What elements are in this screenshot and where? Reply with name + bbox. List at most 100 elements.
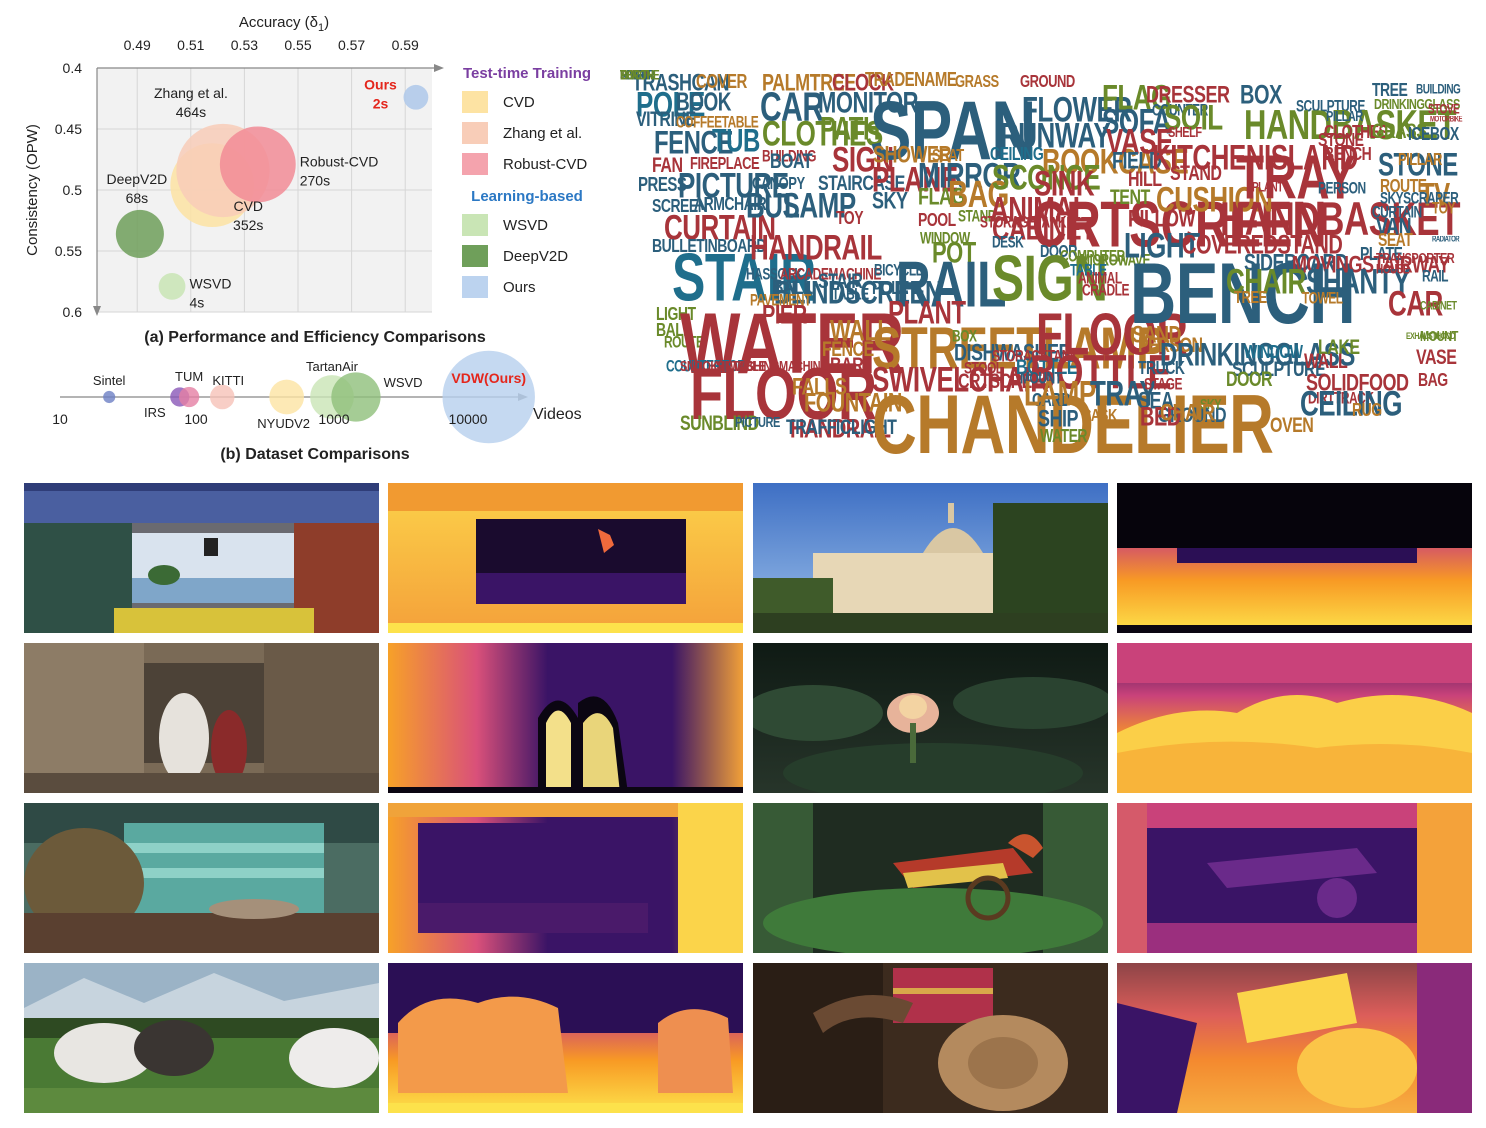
cloud-word: FALLS — [792, 372, 847, 400]
cloud-word: FENCE — [822, 338, 874, 362]
gallery-depth — [388, 963, 743, 1113]
y-tick-labels: 0.40.450.50.550.6 — [55, 60, 82, 320]
cloud-word: COFFEETABLE — [676, 112, 759, 132]
x-tick-label: 0.49 — [124, 37, 151, 53]
cloud-word: WATER — [1040, 424, 1088, 447]
dataset-label: KITTI — [212, 373, 244, 388]
dataset-bubble — [269, 379, 304, 415]
cloud-word: CHAIR — [1160, 398, 1215, 426]
cloud-word: SHELF — [620, 68, 651, 84]
cloud-word: SEA — [1138, 386, 1174, 414]
cloud-word: HOUSE — [1376, 262, 1410, 278]
method-time-label: 68s — [126, 190, 149, 206]
cloud-word: GROUND — [1158, 404, 1227, 428]
legend-label: Zhang et al. — [503, 125, 582, 142]
cloud-word: RUNWAY — [1000, 115, 1111, 156]
cloud-word: DRESSER — [1146, 80, 1230, 108]
cloud-word: MICROWAVE — [1080, 250, 1150, 270]
dataset-label: NYUDV2 — [257, 416, 310, 431]
cloud-word: HANDRAIL — [750, 227, 882, 268]
legend-label: Ours — [503, 279, 536, 296]
method-bubbles — [115, 84, 429, 300]
cloud-word: BICYCLE — [874, 260, 924, 280]
method-time-label: 2s — [373, 95, 389, 111]
cloud-word: BAG — [948, 173, 1009, 216]
cloud-word: BALL — [772, 276, 813, 300]
cloud-word: PIER — [762, 300, 807, 331]
cloud-word: COUNTER — [1152, 100, 1208, 120]
cloud-word: TRASHCAN — [632, 68, 730, 96]
cloud-word: THRONE — [620, 68, 660, 84]
method-bubble — [403, 84, 429, 110]
gallery-rgb — [24, 483, 379, 633]
cloud-word: FLOOR — [690, 353, 877, 435]
chart-grid — [97, 67, 432, 313]
cloud-word: SOLIDFOOD — [1306, 368, 1409, 396]
cloud-word: STAGE — [1144, 374, 1182, 394]
dataset-label: Sintel — [93, 373, 126, 388]
gallery-depth — [1117, 483, 1472, 633]
cloud-word: WINDOW — [1244, 340, 1303, 363]
method-name-label: DeepV2D — [107, 171, 168, 187]
method-time-label: 352s — [233, 217, 263, 233]
cloud-word: STREETLAMP — [872, 315, 1166, 383]
cloud-word: TOY — [1432, 198, 1455, 218]
cloud-word: HANDRAIL — [790, 414, 891, 445]
cloud-word: SOIL — [1164, 97, 1223, 138]
cloud-word: VAN — [1376, 212, 1412, 240]
gallery-rgb — [24, 963, 379, 1113]
gallery-rgb — [24, 803, 379, 953]
legend-swatch — [462, 91, 488, 113]
dataset-bubbles — [103, 350, 535, 444]
cloud-word: CURTAIN — [664, 207, 776, 248]
cloud-word: HASSOCK — [746, 264, 803, 284]
cloud-word: TUB — [712, 123, 760, 160]
cloud-word: STONE — [1318, 128, 1364, 151]
cloud-word: EXHAUSTHOOD — [1406, 332, 1455, 342]
cloud-word: SCONCE — [992, 157, 1101, 198]
chart-title: (a) Performance and Efficiency Compariso… — [144, 329, 486, 346]
cloud-word: FLOOR — [1036, 301, 1188, 369]
legend-swatch — [462, 153, 488, 175]
cloud-word: RUG — [1352, 398, 1382, 421]
cloud-word: DOOR — [1040, 240, 1078, 261]
gallery-depth — [1117, 963, 1472, 1113]
cloud-word: PALMTREE — [762, 68, 856, 96]
cloud-word: PILLOW — [1128, 204, 1196, 232]
cloud-word: BOTTLE — [1016, 356, 1078, 380]
cloud-word: STONE — [1378, 147, 1458, 184]
cloud-word: CARD — [1032, 388, 1071, 411]
x-axis-arrow — [434, 64, 444, 72]
cloud-word: TRAY — [1090, 373, 1157, 414]
x-tick-label: 1000 — [318, 411, 349, 427]
cloud-word: RAIL — [896, 249, 1006, 322]
cloud-word: PATH — [820, 111, 880, 148]
cloud-word: BALL — [656, 318, 692, 341]
cloud-word: TOY — [836, 206, 864, 229]
cloud-word: TREE — [1372, 78, 1408, 101]
cloud-word: POOL — [918, 208, 956, 231]
cloud-word: GRASS — [1372, 120, 1427, 144]
cloud-word: PERSON — [1318, 178, 1366, 198]
cloud-word: BOAT — [770, 150, 813, 174]
x-tick-label: 0.51 — [177, 37, 204, 53]
cloud-word: MOTORBIKE — [1430, 116, 1463, 125]
cloud-word: WALL — [1304, 350, 1348, 374]
cloud-word: CEILING — [990, 142, 1044, 165]
legend-group-title: Test-time Training — [463, 65, 591, 82]
gallery-depth — [388, 483, 743, 633]
gallery-depth — [1117, 803, 1472, 953]
dataset-bubble — [178, 386, 200, 408]
cloud-word: HANDBASKET — [1220, 193, 1461, 246]
cloud-word: PICTURE — [735, 414, 780, 431]
cloud-word: STOVE — [1428, 102, 1460, 118]
cloud-word: CURTAIN — [1372, 202, 1422, 222]
cloud-word: TABLE — [1070, 260, 1107, 280]
cloud-word: PLANT — [1252, 180, 1283, 196]
cloud-word: TRAY — [1236, 141, 1356, 213]
cloud-word: WALL — [830, 313, 891, 348]
cloud-word: ICEBOX — [1408, 122, 1459, 145]
